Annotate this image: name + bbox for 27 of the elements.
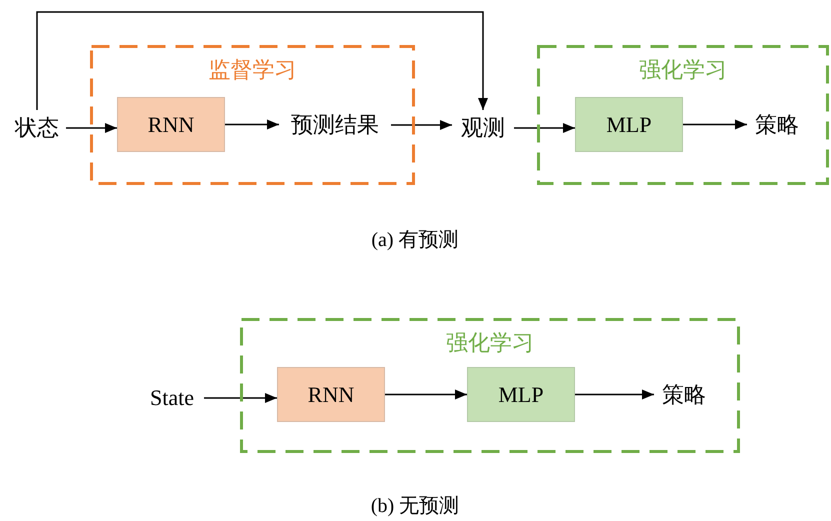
text-label: 预测结果 xyxy=(279,107,391,143)
dashed-group-box xyxy=(537,45,829,185)
dashed-group-box xyxy=(240,318,740,453)
process-box: RNN xyxy=(277,367,385,422)
process-box: MLP xyxy=(575,97,683,152)
arrow xyxy=(514,123,575,133)
arrow xyxy=(204,393,277,403)
text-label: State xyxy=(140,380,204,416)
text-label: 策略 xyxy=(654,377,714,413)
text-label: 状态 xyxy=(8,110,66,146)
group-title: 监督学习 xyxy=(208,56,298,84)
arrow xyxy=(683,120,747,130)
arrow xyxy=(385,390,467,400)
arrow xyxy=(225,120,279,130)
arrow xyxy=(66,123,117,133)
group-title: 强化学习 xyxy=(638,56,728,84)
figure-caption: (b) 无预测 xyxy=(370,494,460,519)
group-title: 强化学习 xyxy=(445,329,535,357)
dashed-group-box xyxy=(90,45,415,185)
figure-caption: (a) 有预测 xyxy=(371,228,459,253)
process-box: MLP xyxy=(467,367,575,422)
arrow xyxy=(391,120,452,130)
text-label: 策略 xyxy=(747,107,807,143)
arrow xyxy=(575,390,654,400)
process-box: RNN xyxy=(117,97,225,152)
arrow xyxy=(36,11,488,110)
text-label: 观测 xyxy=(452,110,514,146)
